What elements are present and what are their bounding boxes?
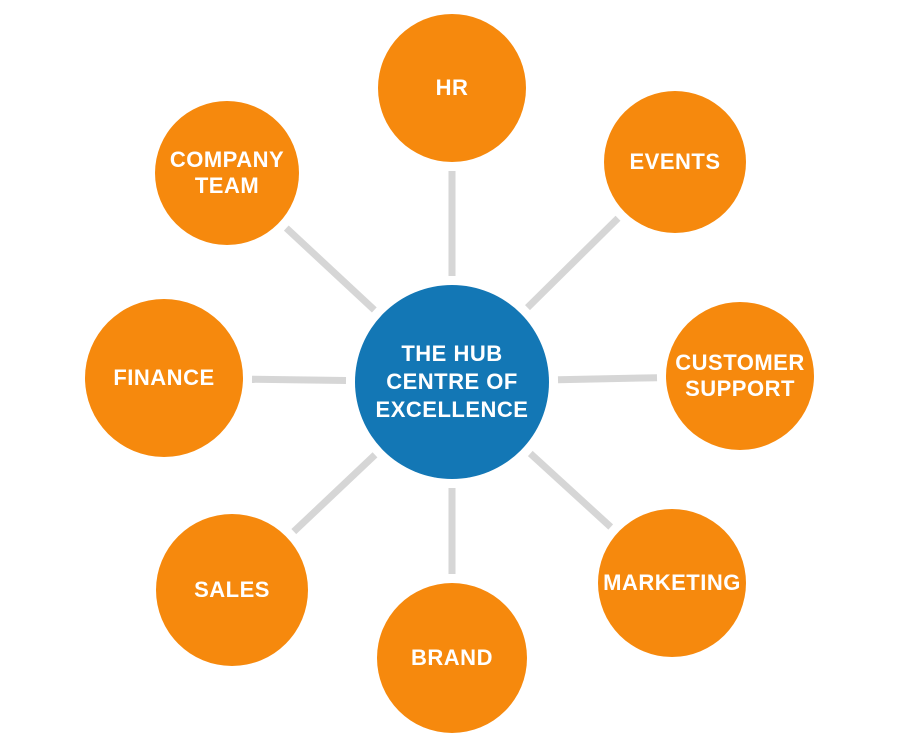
hub-label-line-1: THE HUB: [401, 341, 503, 366]
hub-label-line-2: CENTRE OF: [386, 369, 518, 394]
node-company-team: COMPANY TEAM: [155, 101, 299, 245]
node-label-hr: HR: [435, 75, 469, 100]
spoke-marketing: [527, 450, 614, 530]
node-label-marketing: MARKETING: [603, 570, 741, 595]
node-sales: SALES: [156, 514, 308, 666]
node-customer-support: CUSTOMER SUPPORT: [666, 302, 814, 450]
node-label-company-team: COMPANY TEAM: [169, 147, 285, 198]
node-events: EVENTS: [604, 91, 746, 233]
spoke-sales: [291, 452, 378, 535]
spoke-finance: [251, 375, 347, 384]
spoke-customer-support: [557, 374, 658, 384]
spoke-events: [525, 215, 621, 311]
node-label-events: EVENTS: [629, 149, 721, 174]
node-label-sales: SALES: [194, 577, 270, 602]
node-hr: HR: [378, 14, 526, 162]
hub-label: THE HUB CENTRE OF EXCELLENCE: [355, 340, 549, 424]
node-finance: FINANCE: [85, 299, 243, 457]
node-brand: BRAND: [377, 583, 527, 733]
node-marketing: MARKETING: [598, 509, 746, 657]
spoke-company-team: [283, 225, 377, 313]
node-label-brand: BRAND: [411, 645, 493, 670]
node-label-finance: FINANCE: [113, 365, 215, 390]
hub-circle: THE HUB CENTRE OF EXCELLENCE: [355, 285, 549, 479]
hub-label-line-3: EXCELLENCE: [375, 397, 529, 422]
node-label-customer-support: CUSTOMER SUPPORT: [675, 350, 805, 401]
